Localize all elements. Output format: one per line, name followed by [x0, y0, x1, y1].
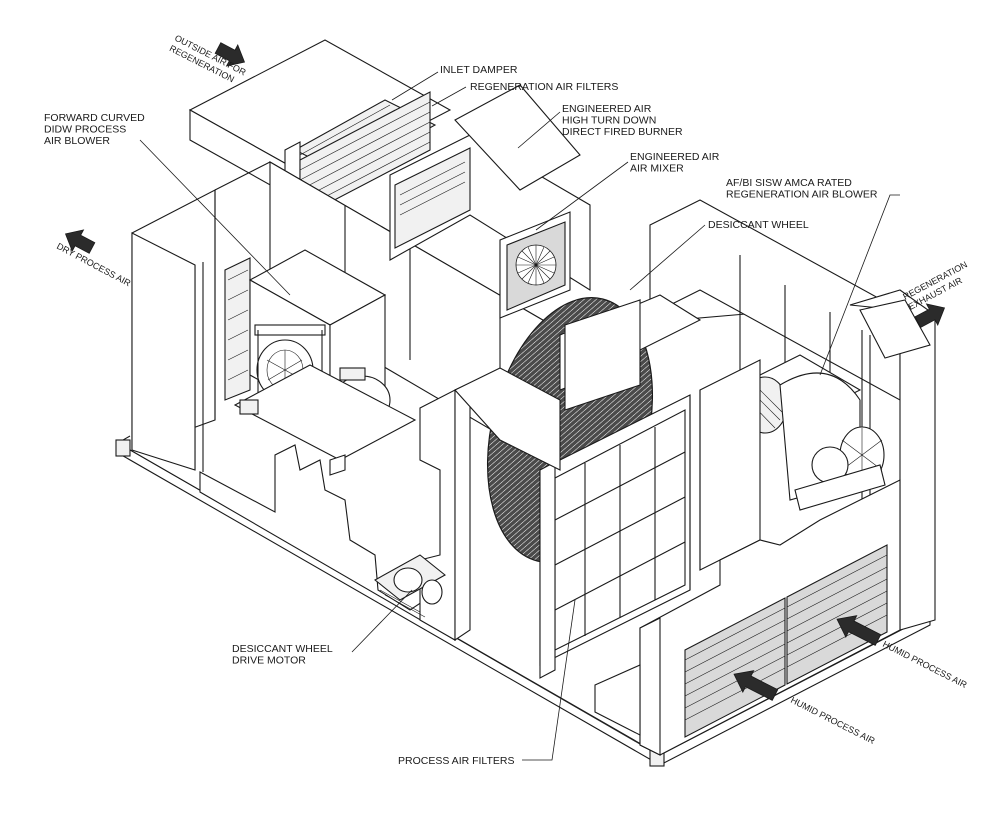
label-inlet-damper: INLET DAMPER — [440, 64, 518, 76]
regeneration-air-blower — [738, 354, 886, 511]
base-lug-left — [115, 439, 131, 457]
label-line: FORWARD CURVED — [44, 112, 145, 124]
regeneration-section — [649, 199, 936, 631]
humid-process-air-arrow-upper — [836, 615, 882, 646]
label-line: PROCESS AIR FILTERS — [398, 755, 515, 767]
label-line: AF/BI SISW AMCA RATED — [726, 177, 852, 189]
process-air-blower — [224, 249, 417, 476]
label-line: HUMID PROCESS AIR — [881, 639, 969, 690]
process-air-filters — [539, 394, 691, 679]
label-dry-process-air: DRY PROCESS AIR — [55, 241, 133, 289]
label-line: DESICCANT WHEEL — [708, 219, 809, 231]
label-line: DIRECT FIRED BURNER — [562, 126, 683, 138]
label-line: INLET DAMPER — [440, 64, 518, 76]
label-line: HIGH TURN DOWN — [562, 115, 656, 127]
label-process-air-filters: PROCESS AIR FILTERS — [398, 755, 515, 767]
regeneration-exhaust-arrow — [914, 303, 946, 328]
direct-fired-burner — [394, 147, 471, 249]
label-humid-process-air-1: HUMID PROCESS AIR — [881, 639, 969, 690]
label-line: DRY PROCESS AIR — [55, 241, 133, 289]
label-regeneration-exhaust: REGENERATIONEXHAUST AIR — [901, 259, 974, 311]
label-line: REGENERATION AIR FILTERS — [470, 81, 618, 93]
label-line: HUMID PROCESS AIR — [789, 695, 877, 746]
humid-process-air-arrow-lower — [733, 670, 779, 701]
dry-process-air-arrow — [64, 229, 96, 254]
label-humid-process-air-2: HUMID PROCESS AIR — [789, 695, 877, 746]
leader-lines — [139, 71, 900, 761]
label-regeneration-air-filters: REGENERATION AIR FILTERS — [470, 81, 618, 93]
label-line: AIR MIXER — [630, 163, 684, 175]
label-line: REGENERATION AIR BLOWER — [726, 189, 878, 201]
label-line: ENGINEERED AIR — [562, 103, 652, 115]
label-line: DESICCANT WHEEL — [232, 643, 333, 655]
airflow-arrows — [64, 42, 946, 701]
label-desiccant-wheel: DESICCANT WHEEL — [708, 219, 809, 231]
label-line: ENGINEERED AIR — [630, 151, 720, 163]
label-line: DRIVE MOTOR — [232, 655, 306, 667]
center-divider-panels — [454, 299, 761, 590]
process-inlet-louvers — [594, 479, 901, 756]
label-line: DIDW PROCESS — [44, 124, 126, 136]
desiccant-wheel-drive-motor — [374, 554, 446, 618]
air-mixer — [499, 211, 571, 319]
label-line: AIR BLOWER — [44, 135, 110, 147]
outside-air-arrow — [214, 42, 246, 67]
